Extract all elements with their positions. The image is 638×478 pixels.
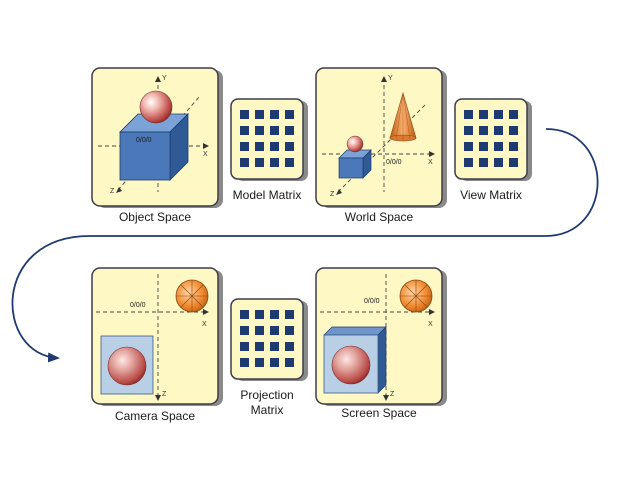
matrix-cell	[255, 142, 264, 151]
matrix-cell	[240, 110, 249, 119]
matrix-cell	[240, 342, 249, 351]
screen-space-label: Screen Space	[341, 406, 417, 420]
matrix-cell	[479, 158, 488, 167]
screen-axis-x-label: X	[428, 321, 433, 328]
matrix-cell	[255, 358, 264, 367]
object-axis-z-label: Z	[110, 188, 115, 195]
screen-space-panel	[315, 267, 447, 406]
model-matrix-label: Model Matrix	[232, 188, 302, 202]
matrix-cell	[270, 110, 279, 119]
matrix-cell	[479, 142, 488, 151]
matrix-cell	[285, 326, 294, 335]
matrix-cell	[240, 326, 249, 335]
matrix-cell	[479, 110, 488, 119]
object-axis-x-label: X	[203, 151, 208, 158]
matrix-cell	[464, 110, 473, 119]
world-origin-label: 0/0/0	[386, 159, 402, 166]
matrix-cell	[464, 158, 473, 167]
matrix-cell	[509, 142, 518, 151]
matrix-cell	[270, 310, 279, 319]
world-axis-y-label: Y	[388, 75, 393, 82]
matrix-cell	[270, 326, 279, 335]
matrix-cell	[509, 158, 518, 167]
matrix-cell	[255, 326, 264, 335]
screen-origin-label: 0/0/0	[364, 298, 380, 305]
projection-matrix-label-line2: Matrix	[250, 403, 284, 417]
matrix-cell	[494, 142, 503, 151]
matrix-cell	[270, 126, 279, 135]
matrix-cell	[255, 342, 264, 351]
matrix-cell	[255, 126, 264, 135]
world-axis-x-label: X	[428, 159, 433, 166]
matrix-cell	[494, 158, 503, 167]
matrix-cell	[479, 126, 488, 135]
matrix-cell	[255, 158, 264, 167]
world-axis-z-label: Z	[330, 191, 335, 198]
camera-origin-label: 0/0/0	[130, 302, 146, 309]
matrix-cell	[285, 310, 294, 319]
model-matrix-icon	[230, 98, 308, 181]
matrix-cell	[240, 158, 249, 167]
matrix-cell	[240, 126, 249, 135]
matrix-cell	[464, 142, 473, 151]
projection-matrix-icon	[230, 298, 308, 381]
matrix-cell	[270, 142, 279, 151]
world-space-panel	[315, 67, 447, 208]
object-origin-label: 0/0/0	[136, 137, 152, 144]
object-space-label: Object Space	[118, 210, 192, 224]
matrix-cell	[509, 110, 518, 119]
matrix-cell	[255, 110, 264, 119]
view-matrix-label: View Matrix	[460, 188, 522, 202]
object-space-panel	[91, 67, 223, 208]
matrix-cell	[270, 342, 279, 351]
matrix-cell	[240, 310, 249, 319]
object-axis-y-label: Y	[162, 75, 167, 82]
camera-space-label: Camera Space	[114, 409, 196, 423]
matrix-cell	[494, 126, 503, 135]
matrix-cell	[464, 126, 473, 135]
matrix-cell	[240, 358, 249, 367]
matrix-cell	[285, 158, 294, 167]
matrix-cell	[285, 358, 294, 367]
view-matrix-icon	[454, 98, 532, 181]
matrix-cell	[240, 142, 249, 151]
matrix-cell	[255, 310, 264, 319]
world-space-label: World Space	[344, 210, 414, 224]
matrix-cell	[270, 358, 279, 367]
matrix-cell	[285, 342, 294, 351]
matrix-cell	[285, 142, 294, 151]
camera-axis-x-label: X	[202, 321, 207, 328]
camera-space-panel	[91, 267, 223, 406]
matrix-cell	[285, 126, 294, 135]
camera-axis-z-label: Z	[162, 391, 167, 398]
matrix-cell	[270, 158, 279, 167]
flow-arrow	[11, 128, 599, 363]
screen-axis-z-label: Z	[390, 391, 395, 398]
matrix-cell	[285, 110, 294, 119]
matrix-cell	[494, 110, 503, 119]
matrix-cell	[509, 126, 518, 135]
projection-matrix-label-line1: Projection	[240, 388, 294, 402]
